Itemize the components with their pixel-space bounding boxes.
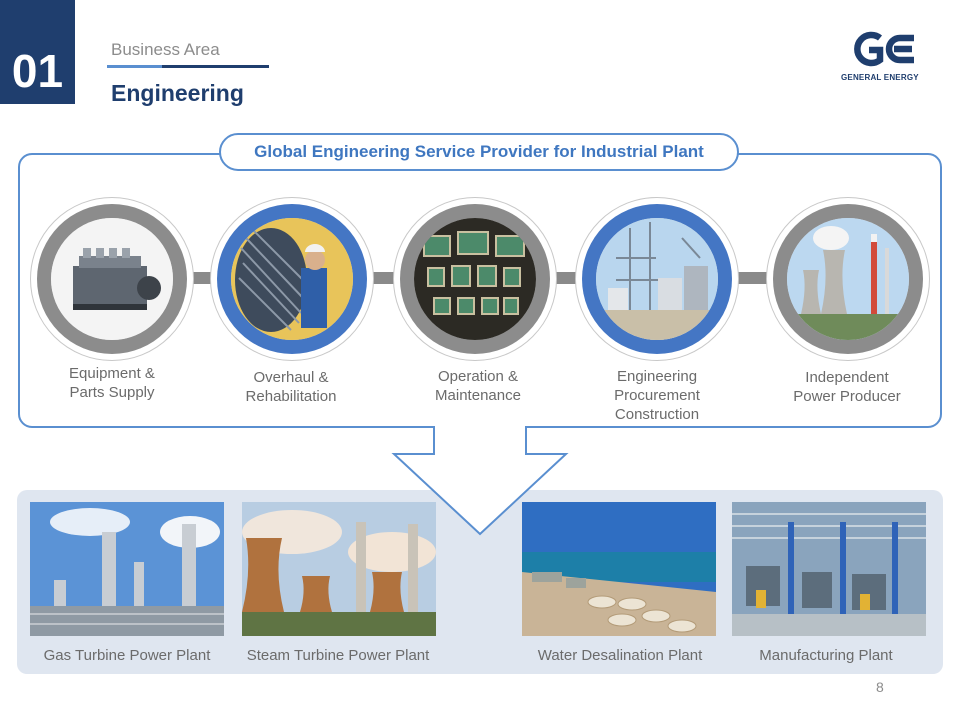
service-label-equipment: Equipment & Parts Supply [27,364,197,402]
service-epc [575,197,739,361]
page-title: Engineering [111,80,244,106]
label-line: Maintenance [435,387,521,404]
area-label: Business Area [111,40,220,59]
desalination-plant-icon [522,502,716,636]
plant-label-steam: Steam Turbine Power Plant [246,647,430,664]
service-ring [773,204,923,354]
label-line: Engineering [616,368,698,385]
label-line: Procurement [614,387,700,404]
turbine-overhaul-icon [231,218,353,340]
company-name: GENERAL ENERGY [841,73,919,82]
label-line: Independent [805,369,889,386]
factory-icon [732,502,926,636]
label-line: Rehabilitation [245,388,337,405]
page-number: 8 [876,679,884,695]
label-line: Overhaul & [253,369,329,386]
label-line: Construction [614,406,700,423]
engine-icon [51,218,173,340]
title-rule-accent [107,65,162,68]
label-line: Parts Supply [69,384,155,401]
services-title: Global Engineering Service Provider for … [219,133,739,171]
cooling-tower-icon [787,218,909,340]
service-ipp [766,197,930,361]
service-ring [400,204,550,354]
label-line: Operation & [437,368,519,385]
service-operation [393,197,557,361]
label-line: Power Producer [793,388,901,405]
service-ring [582,204,732,354]
service-overhaul [210,197,374,361]
service-label-ipp: Independent Power Producer [762,368,932,406]
plant-label-gas: Gas Turbine Power Plant [43,647,211,664]
control-room-icon [414,218,536,340]
gas-plant-icon [30,502,224,636]
ge-logo-icon [854,31,914,67]
company-logo [854,31,914,67]
construction-site-icon [596,218,718,340]
service-ring [37,204,187,354]
label-line: Equipment & [69,365,155,382]
plant-label-manufacturing: Manufacturing Plant [759,647,893,664]
service-equipment [30,197,194,361]
steam-plant-icon [242,502,436,636]
section-number: 01 [0,0,75,104]
plant-label-desalination: Water Desalination Plant [537,647,703,664]
service-ring [217,204,367,354]
down-arrow-icon [391,426,569,536]
service-label-operation: Operation & Maintenance [393,367,563,405]
service-label-epc: Engineering Procurement Construction [572,367,742,424]
service-label-overhaul: Overhaul & Rehabilitation [206,368,376,406]
title-rule [107,65,269,68]
